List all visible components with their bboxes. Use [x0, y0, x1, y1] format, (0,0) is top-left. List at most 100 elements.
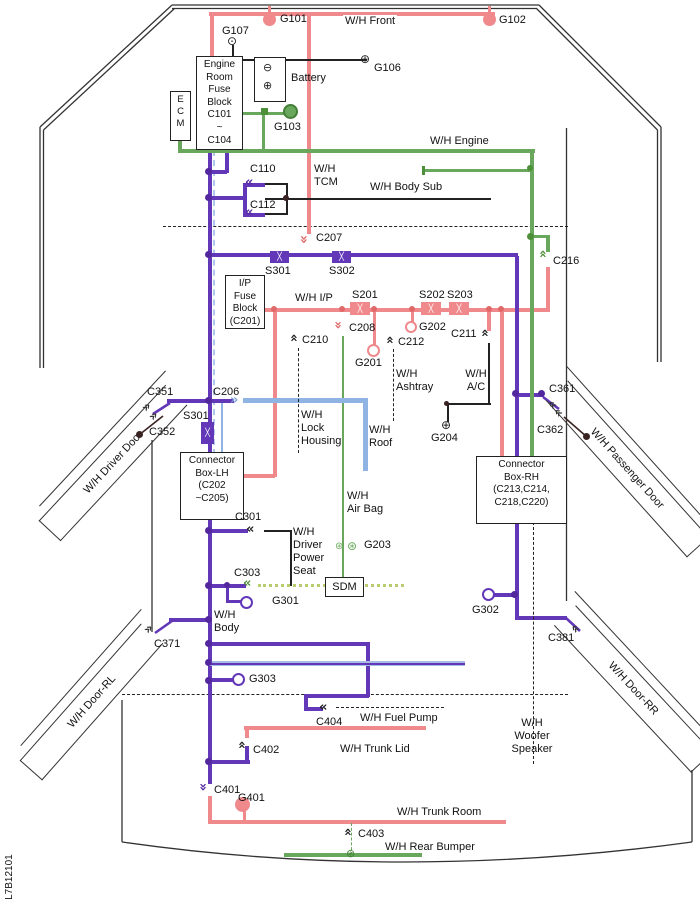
battery-minus-icon: ⊖	[263, 61, 273, 74]
g301-elbow	[226, 600, 242, 603]
c216-jog-h	[530, 235, 550, 238]
battery-plus-icon: ⊕	[263, 79, 273, 92]
c110-black-seg	[265, 183, 288, 185]
wh-rear-bumper-line	[284, 853, 422, 857]
wh-tcm-label: W/H TCM	[314, 163, 338, 188]
junction-dot	[205, 659, 212, 666]
c208-label: C208	[349, 322, 376, 334]
g103-label: G103	[274, 121, 301, 133]
battery-label: Battery	[291, 72, 326, 84]
g302-wire	[494, 593, 516, 597]
c110-branch	[210, 196, 246, 200]
g202-ground-icon	[405, 321, 417, 333]
c301-label: C301	[235, 511, 262, 523]
c303-label: C303	[234, 567, 261, 579]
wh-ac-line-h	[446, 403, 491, 405]
g401-label: G401	[238, 792, 265, 804]
g303-label: G303	[249, 673, 276, 685]
g107-ground-icon: ⊙	[227, 34, 238, 48]
wh-tcm-line	[307, 13, 311, 234]
wh-ac-label: W/H A/C	[465, 368, 487, 393]
rear-bumper-curve	[121, 841, 693, 863]
fuseblock-second-wire	[225, 147, 229, 173]
c371-branch	[169, 618, 209, 622]
ecm-box: E C M	[170, 91, 191, 141]
junction-dot	[205, 758, 212, 765]
c402-arrow-icon: «	[234, 740, 250, 749]
c206-box-feed	[221, 403, 223, 455]
g401-stem	[243, 810, 246, 822]
engine-room-fuse-block-box: Engine Room Fuse Block C101 ~ C104	[196, 56, 243, 150]
wh-fuel-pump-label: W/H Fuel Pump	[360, 712, 438, 724]
junction-dot	[271, 306, 277, 312]
junction-dot	[527, 233, 534, 240]
wh-roof-line-h	[243, 398, 368, 403]
ip-to-lh-box-drop	[273, 311, 277, 477]
c110-seg	[243, 183, 265, 187]
c212-arrow-icon: «	[382, 335, 398, 344]
wh-trunk-room-label: W/H Trunk Room	[397, 806, 482, 818]
c352-label: C352	[149, 426, 176, 438]
c403-arrow-icon: «	[340, 827, 356, 836]
c401-pink-drop	[208, 796, 212, 823]
s301-body-label: S301	[183, 410, 209, 422]
c402-pink-stub	[245, 727, 249, 738]
c206-branch	[208, 399, 234, 403]
firewall-dashed-line	[163, 226, 568, 227]
c403-stem	[351, 823, 352, 855]
c216-pink-riser	[546, 267, 550, 310]
wh-front-line	[209, 12, 495, 16]
c212-label: C212	[398, 336, 425, 348]
wh-trunk-lid-line	[244, 726, 426, 730]
body-rear-stub-core	[208, 662, 465, 665]
cabin-side-lines	[121, 128, 693, 842]
driver-seat-line-h	[264, 530, 292, 532]
c381-label: C381	[548, 632, 575, 644]
junction-dot	[371, 306, 377, 312]
g101-ground-icon	[263, 13, 276, 26]
s302-splice: ╳	[332, 251, 351, 263]
fuseblock-second-elbow	[210, 170, 227, 174]
s301-body-splice: ╳	[201, 422, 214, 444]
g303-ground-icon	[232, 673, 245, 686]
g106-ground-icon: ⊕	[360, 52, 371, 66]
cross-icon: ╳	[205, 428, 210, 437]
junction-dot	[512, 390, 519, 397]
c402-label: C402	[253, 744, 280, 756]
g106-label: G106	[374, 62, 401, 74]
junction-dot	[283, 195, 289, 201]
wh-engine-label: W/H Engine	[430, 135, 489, 147]
g301-ground-icon	[240, 596, 253, 609]
c110-loop-left	[243, 183, 247, 216]
g301-drop	[226, 586, 229, 603]
c112-arrow-icon: «	[245, 205, 253, 220]
g101-tick	[268, 6, 271, 15]
g107-wire-v	[232, 45, 234, 61]
junction-dot	[205, 251, 212, 258]
cross-icon: ╳	[277, 252, 282, 261]
wh-roof-label: W/H Roof	[369, 424, 393, 449]
wh-body-label: W/H Body	[214, 609, 240, 634]
g302-ground-icon	[482, 588, 495, 601]
c216-jog-v	[546, 237, 550, 252]
wh-ashtray-label: W/H Ashtray	[396, 368, 434, 393]
engine-stub-line	[424, 169, 532, 172]
s203-splice: ╳	[449, 302, 469, 315]
fuel-pump-branch-h3	[304, 707, 323, 711]
g301-label: G301	[272, 595, 299, 607]
g202-stem	[411, 311, 414, 322]
s201-splice: ╳	[350, 302, 370, 315]
g202-label: G202	[419, 321, 446, 333]
sdm-box: SDM	[325, 577, 364, 597]
junction-dot	[261, 108, 268, 115]
g203-ground-icon: ⊛	[347, 539, 358, 553]
c401-label: C401	[214, 784, 241, 796]
c216-arrow-icon: «	[535, 249, 551, 258]
junction-dot	[486, 306, 492, 312]
wh-woofer-speaker-line	[533, 522, 534, 764]
c371-label: C371	[154, 638, 181, 650]
wh-air-bag-line	[342, 336, 344, 581]
wh-fuel-pump-line	[336, 707, 444, 708]
cross-icon: ╳	[428, 303, 434, 313]
